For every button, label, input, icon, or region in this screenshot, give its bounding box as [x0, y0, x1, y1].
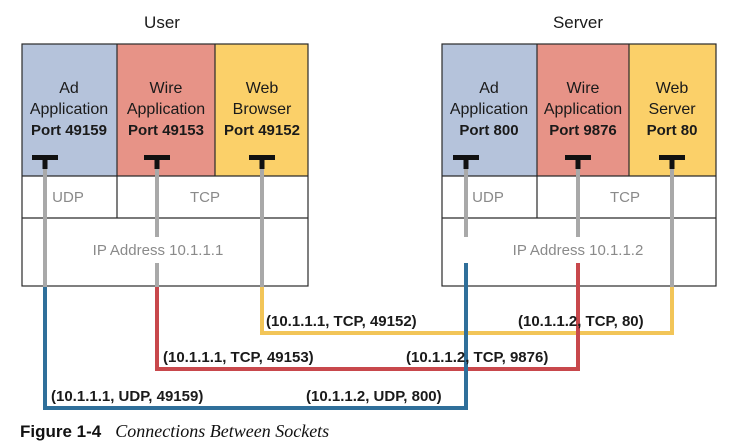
socket-t-icon [463, 155, 469, 169]
server-web-server-port: Port 80 [647, 122, 698, 139]
user-ad-app-line2: Application [30, 101, 108, 118]
user-host: User Ad Application Port 49159 Wire Appl… [21, 13, 309, 287]
user-udp-label: UDP [52, 189, 84, 206]
socket-t-icon [42, 155, 48, 169]
conn-yellow-left-label: (10.1.1.1, TCP, 49152) [266, 313, 417, 330]
server-udp-label: UDP [472, 189, 504, 206]
user-ad-app-port: Port 49159 [31, 122, 107, 139]
socket-connections-diagram: User Ad Application Port 49159 Wire Appl… [21, 13, 717, 410]
conn-yellow-right-label: (10.1.1.2, TCP, 80) [518, 313, 644, 330]
user-wire-app-port: Port 49153 [128, 122, 204, 139]
server-host: Server Ad Application Port 800 Wire Appl… [441, 13, 717, 287]
server-ad-app-box [442, 44, 537, 176]
conn-blue-left-label: (10.1.1.1, UDP, 49159) [51, 388, 203, 405]
socket-t-icon [669, 155, 675, 169]
socket-stems [43, 162, 674, 287]
server-ad-app-line2: Application [450, 101, 528, 118]
connection-tcp-wire-path [155, 263, 580, 371]
server-ad-app-line1: Ad [479, 80, 499, 97]
user-wire-app-line1: Wire [150, 80, 183, 97]
user-ip-address: IP Address 10.1.1.1 [93, 242, 224, 259]
socket-t-icon [575, 155, 581, 169]
conn-red-left-label: (10.1.1.1, TCP, 49153) [163, 349, 314, 366]
user-wire-app-line2: Application [127, 101, 205, 118]
server-ip-address: IP Address 10.1.1.2 [513, 242, 644, 259]
server-web-server-box [629, 44, 716, 176]
server-wire-app-box [537, 44, 629, 176]
server-ad-app-port: Port 800 [459, 122, 518, 139]
server-wire-app-port: Port 9876 [549, 122, 617, 139]
user-wire-app-box [117, 44, 215, 176]
user-web-browser-line1: Web [246, 80, 279, 97]
socket-t-icon [259, 155, 265, 169]
server-web-server-line2: Server [648, 101, 696, 118]
figure-title: Connections Between Sockets [115, 421, 330, 441]
user-ad-app-line1: Ad [59, 80, 79, 97]
user-host-border [21, 43, 309, 287]
user-web-browser-port: Port 49152 [224, 122, 300, 139]
socket-endpoints [32, 155, 685, 169]
user-web-browser-box [215, 44, 308, 176]
server-wire-app-line1: Wire [567, 80, 600, 97]
user-ad-app-box [22, 44, 117, 176]
server-title: Server [553, 13, 603, 32]
connection-udp-ad-path [43, 263, 468, 410]
server-wire-app-line2: Application [544, 101, 622, 118]
user-web-browser-line2: Browser [233, 101, 292, 118]
conn-red-right-label: (10.1.1.2, TCP, 9876) [406, 349, 548, 366]
server-web-server-line1: Web [656, 80, 689, 97]
figure-caption: Figure 1-4 Connections Between Sockets [20, 421, 720, 445]
user-title: User [144, 13, 180, 32]
conn-blue-right-label: (10.1.1.2, UDP, 800) [306, 388, 442, 405]
user-tcp-label: TCP [190, 189, 220, 206]
server-tcp-label: TCP [610, 189, 640, 206]
figure-label: Figure 1-4 [20, 422, 102, 441]
socket-t-icon [154, 155, 160, 169]
